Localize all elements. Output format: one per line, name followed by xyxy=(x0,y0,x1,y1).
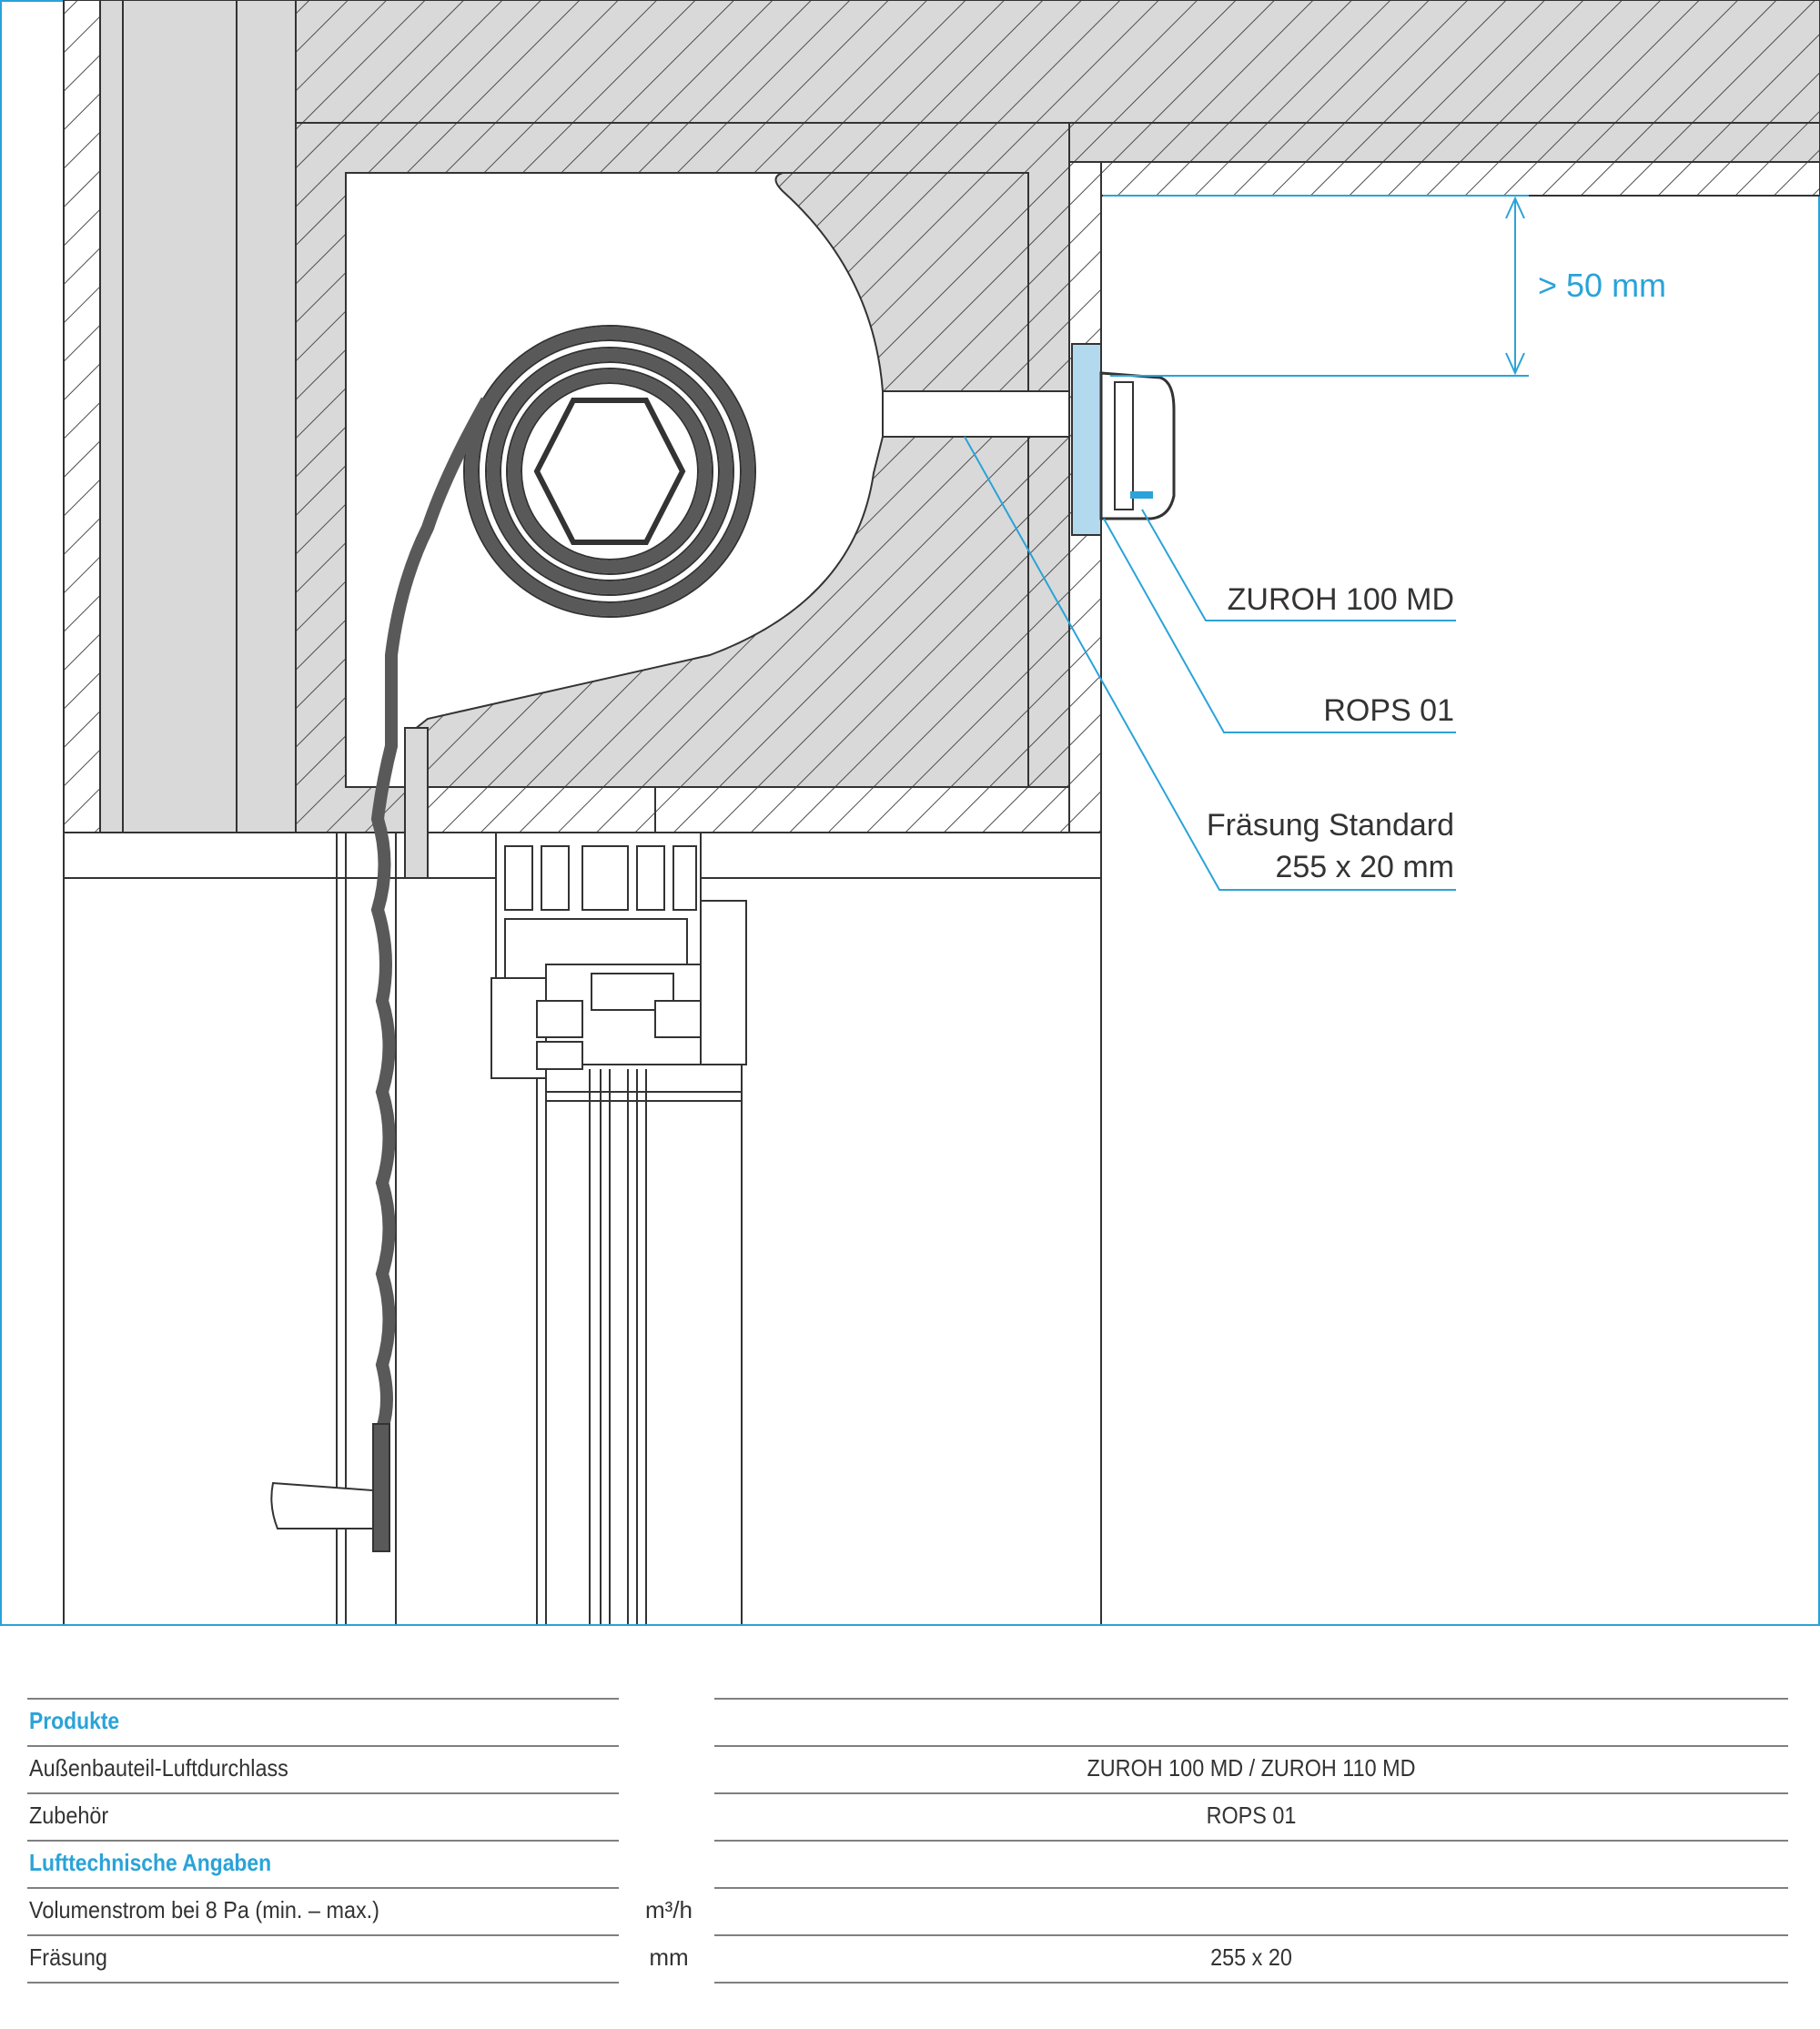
table-row: Zubehör ROPS 01 xyxy=(27,1792,1788,1840)
table-bottom-rule xyxy=(27,1982,1788,1984)
shutter-coil xyxy=(465,327,754,616)
box-insulation xyxy=(404,172,1029,788)
row-unit: m³/h xyxy=(645,1896,693,1923)
row-label: Außenbauteil-Luftdurchlass xyxy=(29,1754,288,1782)
milling-label-line2: 255 x 20 mm xyxy=(1275,850,1454,884)
shutter-curtain xyxy=(370,397,493,1547)
wall-left xyxy=(63,0,101,833)
axle-rod xyxy=(882,390,1070,438)
table-section-header: Lufttechnische Angaben xyxy=(27,1840,1788,1887)
row-value: 255 x 20 xyxy=(1210,1943,1292,1971)
row-value: ROPS 01 xyxy=(1206,1802,1297,1829)
dimension-label: > 50 mm xyxy=(1538,267,1666,304)
product-label: ZUROH 100 MD xyxy=(1228,582,1454,617)
row-value: ZUROH 100 MD / ZUROH 110 MD xyxy=(1087,1754,1416,1782)
row-label: Fräsung xyxy=(29,1943,107,1971)
row-unit: mm xyxy=(649,1943,689,1971)
row-label: Volumenstrom bei 8 Pa (min. – max.) xyxy=(29,1896,379,1923)
section-title: Lufttechnische Angaben xyxy=(29,1849,272,1876)
air-vent-unit xyxy=(1071,343,1176,536)
row-label: Zubehör xyxy=(29,1802,109,1829)
leader-lines xyxy=(964,436,1456,891)
dimension-marker xyxy=(1103,195,1529,377)
ceiling-slab xyxy=(295,0,1820,124)
section-drawing: > 50 mm ZUROH 100 MD ROPS 01 Fräsung Sta… xyxy=(0,0,1820,1626)
section-title: Produkte xyxy=(29,1707,120,1734)
shutter-guide xyxy=(404,727,429,879)
milling-label-line1: Fräsung Standard xyxy=(1207,808,1454,843)
ceiling-lower xyxy=(1068,122,1820,163)
accessory-label: ROPS 01 xyxy=(1323,693,1454,728)
window-profile xyxy=(490,832,747,1102)
table-row: Volumenstrom bei 8 Pa (min. – max.) m³/h xyxy=(27,1887,1788,1934)
hexagon-axle xyxy=(533,398,686,545)
ceiling-plaster-right xyxy=(1068,161,1820,197)
shutter-bottom-rail xyxy=(372,1423,390,1552)
window-handle xyxy=(270,1481,374,1529)
table-section-header: Produkte xyxy=(27,1698,1788,1745)
table-row: Fräsung mm 255 x 20 xyxy=(27,1934,1788,1982)
table-row: Außenbauteil-Luftdurchlass ZUROH 100 MD /… xyxy=(27,1745,1788,1792)
wall-board xyxy=(99,0,297,833)
